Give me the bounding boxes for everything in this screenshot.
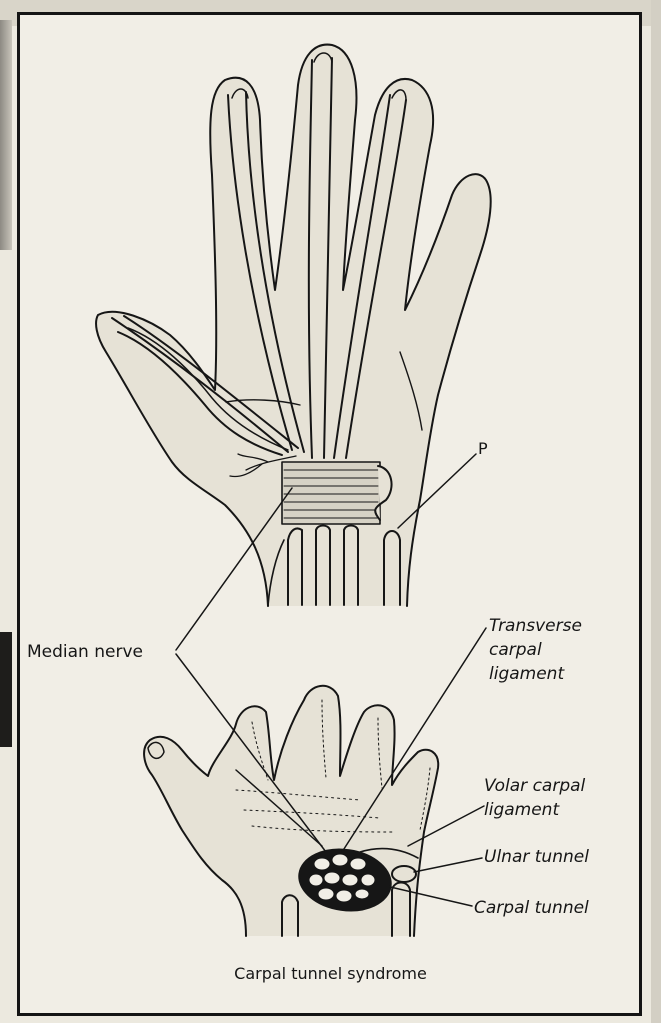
label-p: P — [478, 437, 488, 461]
label-line: carpal — [489, 638, 582, 662]
label-line: Volar carpal — [484, 774, 585, 798]
label-line: ligament — [489, 662, 582, 686]
label-line: Transverse — [489, 614, 582, 638]
lower-hand-drawing — [144, 686, 438, 936]
upper-hand-drawing — [96, 45, 491, 606]
ulnar-leader — [414, 858, 482, 872]
label-ulnar-tunnel: Ulnar tunnel — [484, 845, 589, 869]
figure-caption: Carpal tunnel syndrome — [0, 962, 661, 986]
label-median-nerve: Median nerve — [27, 640, 143, 664]
lower-hand-outline — [144, 686, 438, 936]
ulnar-tunnel-oval — [392, 866, 416, 882]
label-volar-carpal-ligament: Volar carpal ligament — [484, 774, 585, 822]
label-carpal-tunnel: Carpal tunnel — [474, 896, 589, 920]
tendon-circles — [309, 854, 375, 902]
label-line: ligament — [484, 798, 585, 822]
transverse-ligament-band — [282, 462, 380, 524]
label-transverse-carpal-ligament: Transverse carpal ligament — [489, 614, 582, 686]
